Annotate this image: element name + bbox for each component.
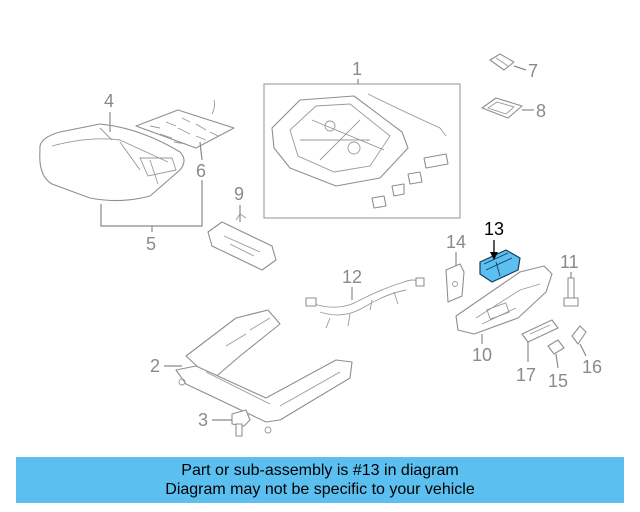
part-16-knob[interactable] [571,325,587,345]
callout-12: 12 [342,267,362,300]
callout-8: 8 [522,101,546,121]
callout-label-15: 15 [548,371,568,391]
part-11-bolt[interactable] [563,277,579,307]
part-14-bracket[interactable] [445,263,465,303]
callout-label-2: 2 [150,356,160,376]
part-8-plate[interactable] [481,97,523,119]
part-6-heater-mat[interactable] [135,99,235,149]
part-1-seat-frame[interactable] [263,83,461,219]
part-17-knob-cover[interactable] [521,319,559,343]
callout-17: 17 [516,342,536,385]
callout-label-8: 8 [536,101,546,121]
callout-label-5: 5 [146,234,156,254]
part-7-clip[interactable] [489,53,515,71]
callout-14: 14 [446,232,466,266]
callout-label-13: 13 [484,219,504,239]
part-15-knob[interactable] [547,339,565,355]
part-13-seat-switch[interactable] [479,249,521,283]
callout-15: 15 [548,353,568,391]
callout-2: 2 [150,356,182,376]
callout-label-6: 6 [196,161,206,181]
part-2-seat-track[interactable] [175,309,353,434]
callout-11: 11 [560,252,579,278]
callout-9: 9 [234,184,244,222]
banner-line-disclaimer: Diagram may not be specific to your vehi… [165,481,475,498]
callout-6: 6 [196,141,206,181]
callout-label-7: 7 [528,61,538,81]
banner-line-part-number: Part or sub-assembly is #13 in diagram [181,462,459,479]
callout-label-12: 12 [342,267,362,287]
callout-label-17: 17 [516,365,536,385]
callout-label-3: 3 [198,410,208,430]
callout-5: 5 [100,180,203,254]
callout-7: 7 [513,61,538,81]
callout-13: 13 [484,219,504,260]
part-9-switch-housing[interactable] [207,213,277,271]
callout-label-14: 14 [446,232,466,252]
part-12-wiring-harness[interactable] [305,277,425,329]
callout-10: 10 [472,334,492,365]
callout-label-1: 1 [352,59,362,79]
callout-4: 4 [104,91,114,132]
callout-label-9: 9 [234,184,244,204]
callout-3: 3 [198,410,232,430]
callout-label-4: 4 [104,91,114,111]
callout-1: 1 [352,59,362,84]
part-4-cushion-pad[interactable] [39,123,185,202]
part-10-side-cover[interactable] [455,265,553,335]
callout-label-10: 10 [472,345,492,365]
callout-16: 16 [579,343,602,377]
part-3-bolt[interactable] [231,409,251,437]
info-banner: Part or sub-assembly is #13 in diagram D… [16,457,624,503]
callout-label-11: 11 [560,252,579,272]
callout-label-16: 16 [582,357,602,377]
